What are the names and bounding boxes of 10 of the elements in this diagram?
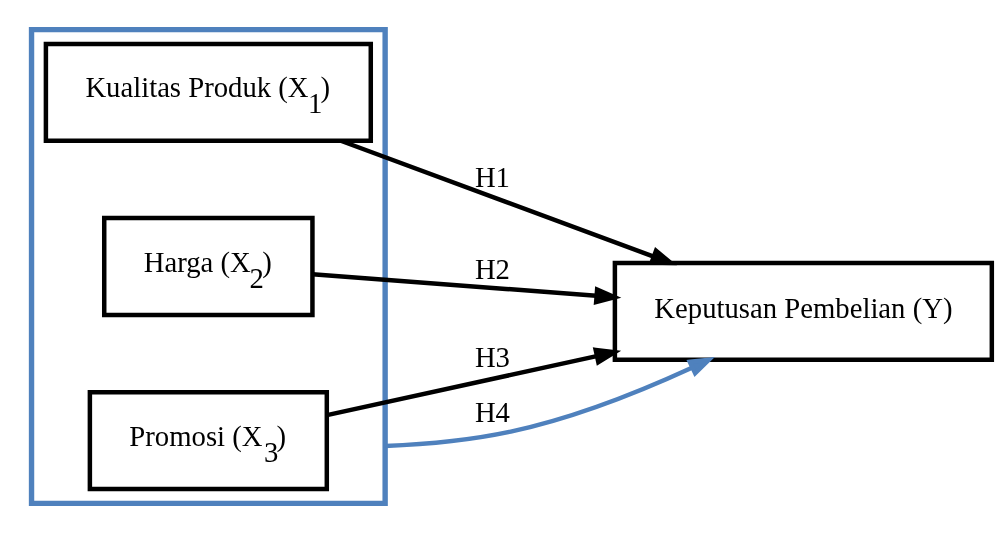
edge-label: H3: [474, 340, 510, 373]
edge-label: H4: [474, 396, 510, 429]
arrow: [384, 357, 715, 449]
arrow: [311, 272, 621, 306]
arrow: [340, 138, 677, 266]
arrow: [326, 347, 621, 418]
edge-label: H1: [474, 161, 510, 194]
edge-label: H2: [474, 252, 510, 285]
node-box: Keputusan Pembelian (Y): [612, 260, 994, 363]
cluster: [28, 26, 388, 507]
